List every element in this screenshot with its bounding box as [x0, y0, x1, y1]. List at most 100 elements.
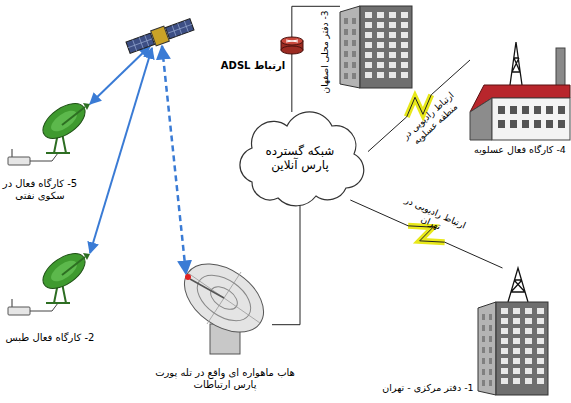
wired-link: [272, 200, 300, 325]
wired-link: [292, 6, 340, 112]
satellite-terminal: 5- کارگاه فعال در سکوی نفتی: [8, 95, 103, 175]
office-building-shape: [525, 368, 532, 374]
satellite-terminal: 2- کارگاه فعال طبس: [8, 245, 103, 325]
satellite-link: [90, 48, 152, 253]
satellite-terminal-shape: [48, 257, 81, 286]
solar-panel: [126, 33, 155, 53]
factory-site-shape: [558, 106, 565, 114]
node-label: 5- کارگاه فعال در سکوی نفتی: [2, 178, 78, 202]
factory-site-shape: [558, 120, 565, 128]
factory-site-shape: [510, 120, 517, 128]
factory-site-shape: [470, 98, 492, 140]
office-building-shape: [501, 308, 508, 314]
office-building-shape: [513, 308, 520, 314]
office-building-shape: [401, 42, 408, 48]
satellite-link: [90, 46, 150, 104]
office-building-shape: [377, 42, 384, 48]
satellite-terminal-shape: [48, 107, 81, 136]
office-building-shape: [537, 338, 544, 344]
satellite-links: [90, 46, 186, 274]
router-symbol: [281, 46, 303, 54]
office-building-shape: [340, 6, 360, 88]
factory-site-shape: [498, 106, 505, 114]
router-symbol: [281, 37, 303, 54]
office-building-shape: [352, 40, 356, 46]
office-building-shape: [389, 62, 396, 68]
office-building-shape: [508, 268, 528, 302]
factory-site-shape: [534, 120, 541, 128]
satellite-terminal-shape: [8, 157, 30, 165]
network-cloud: شبکه گسترده پارس آنلاین: [232, 112, 368, 200]
office-building-shape: [377, 22, 384, 28]
office-building-shape: [389, 52, 396, 58]
office-building-shape: [537, 328, 544, 334]
office-building-shape: [537, 358, 544, 364]
office-building-shape: [401, 62, 408, 68]
office-building-shape: [360, 6, 412, 88]
solar-panel: [126, 33, 155, 53]
office-building-shape: [525, 348, 532, 354]
office-building-shape: [513, 318, 520, 324]
office-building-shape: [489, 314, 492, 320]
office-building-shape: [489, 336, 492, 342]
office-building-shape: [365, 32, 372, 38]
office-building-shape: [513, 338, 520, 344]
office-building-shape: [401, 72, 408, 78]
office-building-shape: [513, 378, 520, 384]
satellite-terminal-shape: [37, 97, 91, 146]
office-building-shape: [537, 368, 544, 374]
office-building-shape: [482, 380, 485, 386]
satellite-terminal-shape: [83, 103, 90, 110]
office-building-shape: [501, 378, 508, 384]
office-building-shape: [352, 62, 356, 68]
office-building-shape: [389, 42, 396, 48]
office-building-shape: [537, 348, 544, 354]
office-building-shape: [365, 52, 372, 58]
office-building-shape: [377, 32, 384, 38]
office-building-shape: [401, 12, 408, 18]
office-building-shape: [489, 369, 492, 375]
factory-site: 4- کارگاه فعال عسلویه: [470, 40, 570, 140]
office-building-shape: [525, 378, 532, 384]
node-label: هاب ماهواره ای واقع در تله پورت پارس ارت…: [150, 367, 300, 391]
office-building-shape: [377, 72, 384, 78]
node-label: 2- کارگاه فعال طبس: [6, 332, 95, 344]
node-label: 1- دفتر مرکزی - تهران: [382, 382, 473, 393]
satellite-body: [151, 26, 170, 46]
factory-site-shape: [498, 120, 505, 128]
link-label: ارتباط رادیویی در تهران: [390, 191, 476, 245]
satellite-link: [162, 46, 186, 274]
office-building-shape: [344, 73, 348, 79]
office-building-shape: [537, 378, 544, 384]
office-building-shape: [365, 72, 372, 78]
office-building-shape: [478, 268, 548, 395]
office-building-shape: [365, 22, 372, 28]
factory-site-shape: [510, 106, 517, 114]
office-building-shape: [525, 358, 532, 364]
office-building-shape: [482, 314, 485, 320]
satellite-hub-shape: [185, 274, 191, 280]
office-building-shape: [501, 368, 508, 374]
office-building-shape: [501, 348, 508, 354]
office-building-shape: [389, 32, 396, 38]
satellite-terminal-shape: [30, 303, 58, 311]
office-building-shape: [365, 62, 372, 68]
node-label: 3- دفتر محلی اصفهان: [320, 11, 331, 94]
office-building-shape: [501, 318, 508, 324]
satellite-terminal-shape: [62, 107, 85, 125]
satellite-terminal-shape: [83, 253, 90, 260]
office-building-shape: [482, 358, 485, 364]
factory-site-shape: [492, 98, 570, 140]
satellite-hub-shape: [190, 279, 224, 298]
office-building-shape: [365, 12, 372, 18]
satellite-terminal-shape: [30, 153, 58, 161]
satellite-hub-shape: [189, 266, 259, 330]
factory-site-shape: [522, 120, 529, 128]
office-building-shape: [352, 29, 356, 35]
satellite-terminal-shape: [12, 299, 13, 307]
office-building-shape: [389, 12, 396, 18]
office-building-shape: [525, 308, 532, 314]
office-building-shape: [377, 52, 384, 58]
office-building-shape: [344, 29, 348, 35]
